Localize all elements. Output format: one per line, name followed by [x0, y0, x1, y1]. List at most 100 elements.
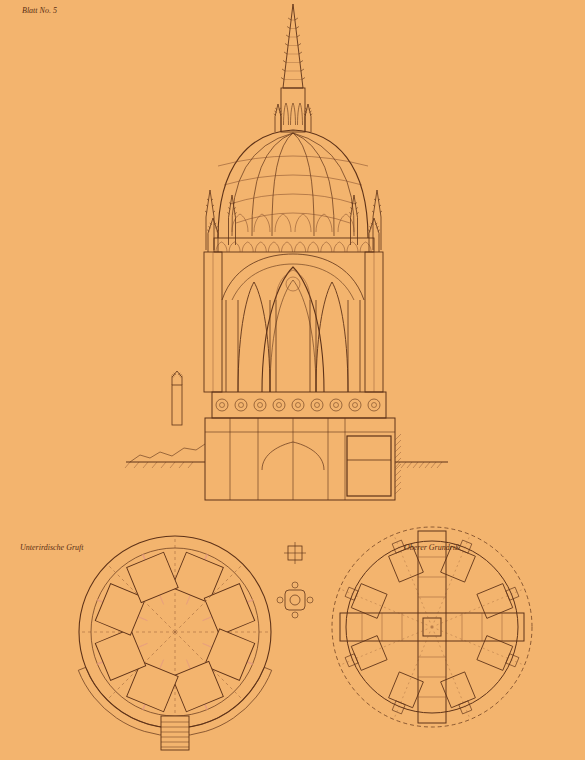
dome-tracery [224, 175, 362, 185]
stroke [502, 613, 503, 641]
pinnacle [206, 190, 214, 250]
stroke [161, 742, 189, 743]
stroke [284, 79, 302, 80]
stroke [275, 111, 277, 113]
stroke [350, 208, 352, 210]
stroke [482, 613, 483, 641]
stroke [288, 45, 298, 46]
stroke [425, 462, 430, 468]
spire [283, 4, 303, 88]
lantern [281, 88, 305, 132]
stroke [402, 613, 403, 641]
stroke [258, 418, 259, 500]
quatrefoil [368, 399, 380, 411]
stroke [395, 452, 401, 458]
stroke [378, 199, 380, 201]
dome-rib [232, 133, 293, 236]
stroke [287, 27, 290, 29]
stroke [305, 108, 307, 110]
quatrefoil-core [372, 403, 377, 408]
stroke [328, 418, 329, 500]
stroke [395, 446, 401, 452]
stroke [349, 213, 351, 215]
stroke [370, 227, 372, 229]
stroke [316, 300, 317, 392]
stroke [288, 18, 291, 20]
stroke [143, 462, 148, 468]
detail-plans [277, 542, 313, 618]
pinnacle [351, 195, 358, 245]
stroke [418, 657, 446, 658]
stroke [230, 418, 231, 500]
stroke [310, 111, 312, 113]
stroke [175, 565, 242, 632]
stroke [301, 69, 304, 71]
corner-tower [172, 385, 182, 425]
stroke [297, 35, 300, 37]
stroke [293, 418, 294, 500]
dome-arch [338, 214, 354, 232]
stroke [170, 462, 175, 468]
chapel [127, 552, 178, 602]
quatrefoil-core [315, 403, 320, 408]
chapel [172, 661, 223, 711]
quatrefoil [254, 399, 266, 411]
stroke [462, 613, 463, 641]
detail-lobe [292, 582, 298, 588]
stroke [373, 205, 375, 207]
stroke [395, 434, 401, 440]
stroke [188, 462, 193, 468]
stroke [362, 613, 363, 641]
detail-pier [285, 590, 305, 610]
stroke [291, 20, 295, 21]
stroke [125, 462, 130, 468]
frieze [214, 238, 374, 252]
stroke [171, 376, 173, 378]
stroke [431, 462, 436, 468]
lantern-window [284, 103, 289, 125]
dome-rib [293, 133, 314, 236]
frieze-arch [334, 242, 345, 252]
quatrefoil [311, 399, 323, 411]
hatching [125, 434, 442, 494]
stroke [233, 203, 235, 205]
stroke [310, 300, 311, 392]
stroke [355, 203, 357, 205]
dome-arch [295, 214, 311, 232]
stroke [375, 223, 377, 225]
stroke [126, 462, 205, 463]
stroke [181, 376, 183, 378]
stair [161, 716, 189, 750]
main-arch-inner [270, 280, 316, 392]
stroke [274, 114, 276, 116]
stroke [395, 488, 401, 494]
inner-wall [91, 548, 259, 716]
frieze-arch [321, 242, 332, 252]
stroke [341, 589, 432, 627]
stroke [394, 627, 432, 718]
outer-wall [79, 536, 271, 728]
stroke [371, 223, 373, 225]
detail-lobe [307, 597, 313, 603]
stroke [235, 213, 237, 215]
buttress [365, 252, 383, 392]
frieze-arch [308, 242, 319, 252]
stroke [418, 557, 446, 558]
dome-tracery [230, 194, 356, 204]
quatrefoil-core [296, 403, 301, 408]
stroke [395, 462, 448, 463]
stroke [299, 52, 302, 54]
stroke [289, 37, 297, 38]
chapel-room [204, 584, 254, 635]
detail-lobe [292, 612, 298, 618]
dome-tracery [236, 213, 350, 223]
frieze-arch [282, 242, 293, 252]
stroke [174, 373, 176, 375]
stroke [356, 208, 358, 210]
stroke [395, 470, 401, 476]
lantern-window [298, 103, 303, 125]
buttress [204, 252, 222, 392]
stroke [281, 78, 284, 80]
stroke [348, 300, 349, 392]
